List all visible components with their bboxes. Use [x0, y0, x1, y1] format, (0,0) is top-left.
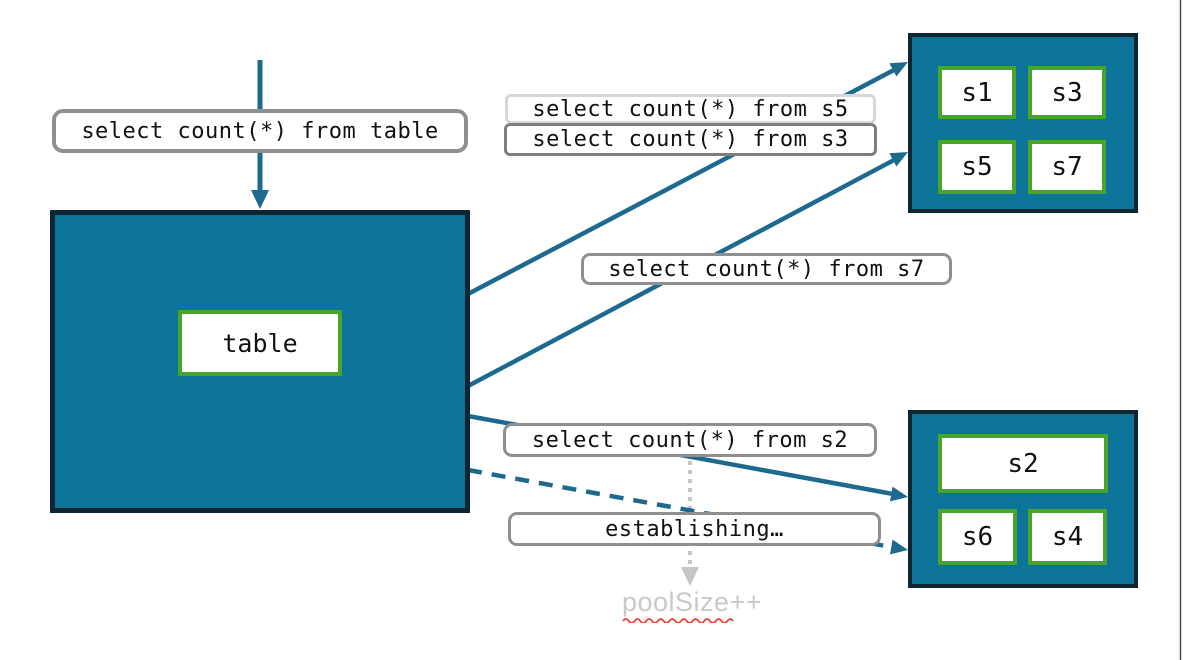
shard-cell-s7: s7 [1028, 140, 1106, 194]
dashed-arrow-establishing [467, 467, 908, 555]
table-box: table [50, 210, 470, 513]
shard-cell-s6: s6 [938, 509, 1017, 565]
shard-cell-s3: s3 [1028, 66, 1106, 119]
table-name-label: table [178, 310, 342, 376]
shard-group-bottom: s2 s6 s4 [908, 410, 1138, 588]
shard-cell-s5: s5 [938, 140, 1016, 194]
poolsize-word: poolSize [622, 587, 734, 623]
shard-group-top: s1 s3 s5 s7 [908, 33, 1138, 213]
shard-cell-s2: s2 [938, 434, 1108, 493]
establishing-label: establishing… [508, 512, 881, 546]
query-label-s3: select count(*) from s3 [504, 123, 877, 156]
poolsize-suffix: ++ [729, 587, 763, 617]
shard-cell-s1: s1 [938, 66, 1016, 119]
query-label-s5: select count(*) from s5 [505, 94, 876, 124]
shard-cell-s4: s4 [1028, 509, 1107, 565]
spellcheck-squiggle-icon [622, 618, 734, 623]
query-label-s2: select count(*) from s2 [503, 423, 877, 457]
poolsize-annotation: poolSize++ [622, 587, 763, 623]
query-label-table: select count(*) from table [52, 109, 468, 153]
query-label-s7: select count(*) from s7 [581, 253, 952, 285]
